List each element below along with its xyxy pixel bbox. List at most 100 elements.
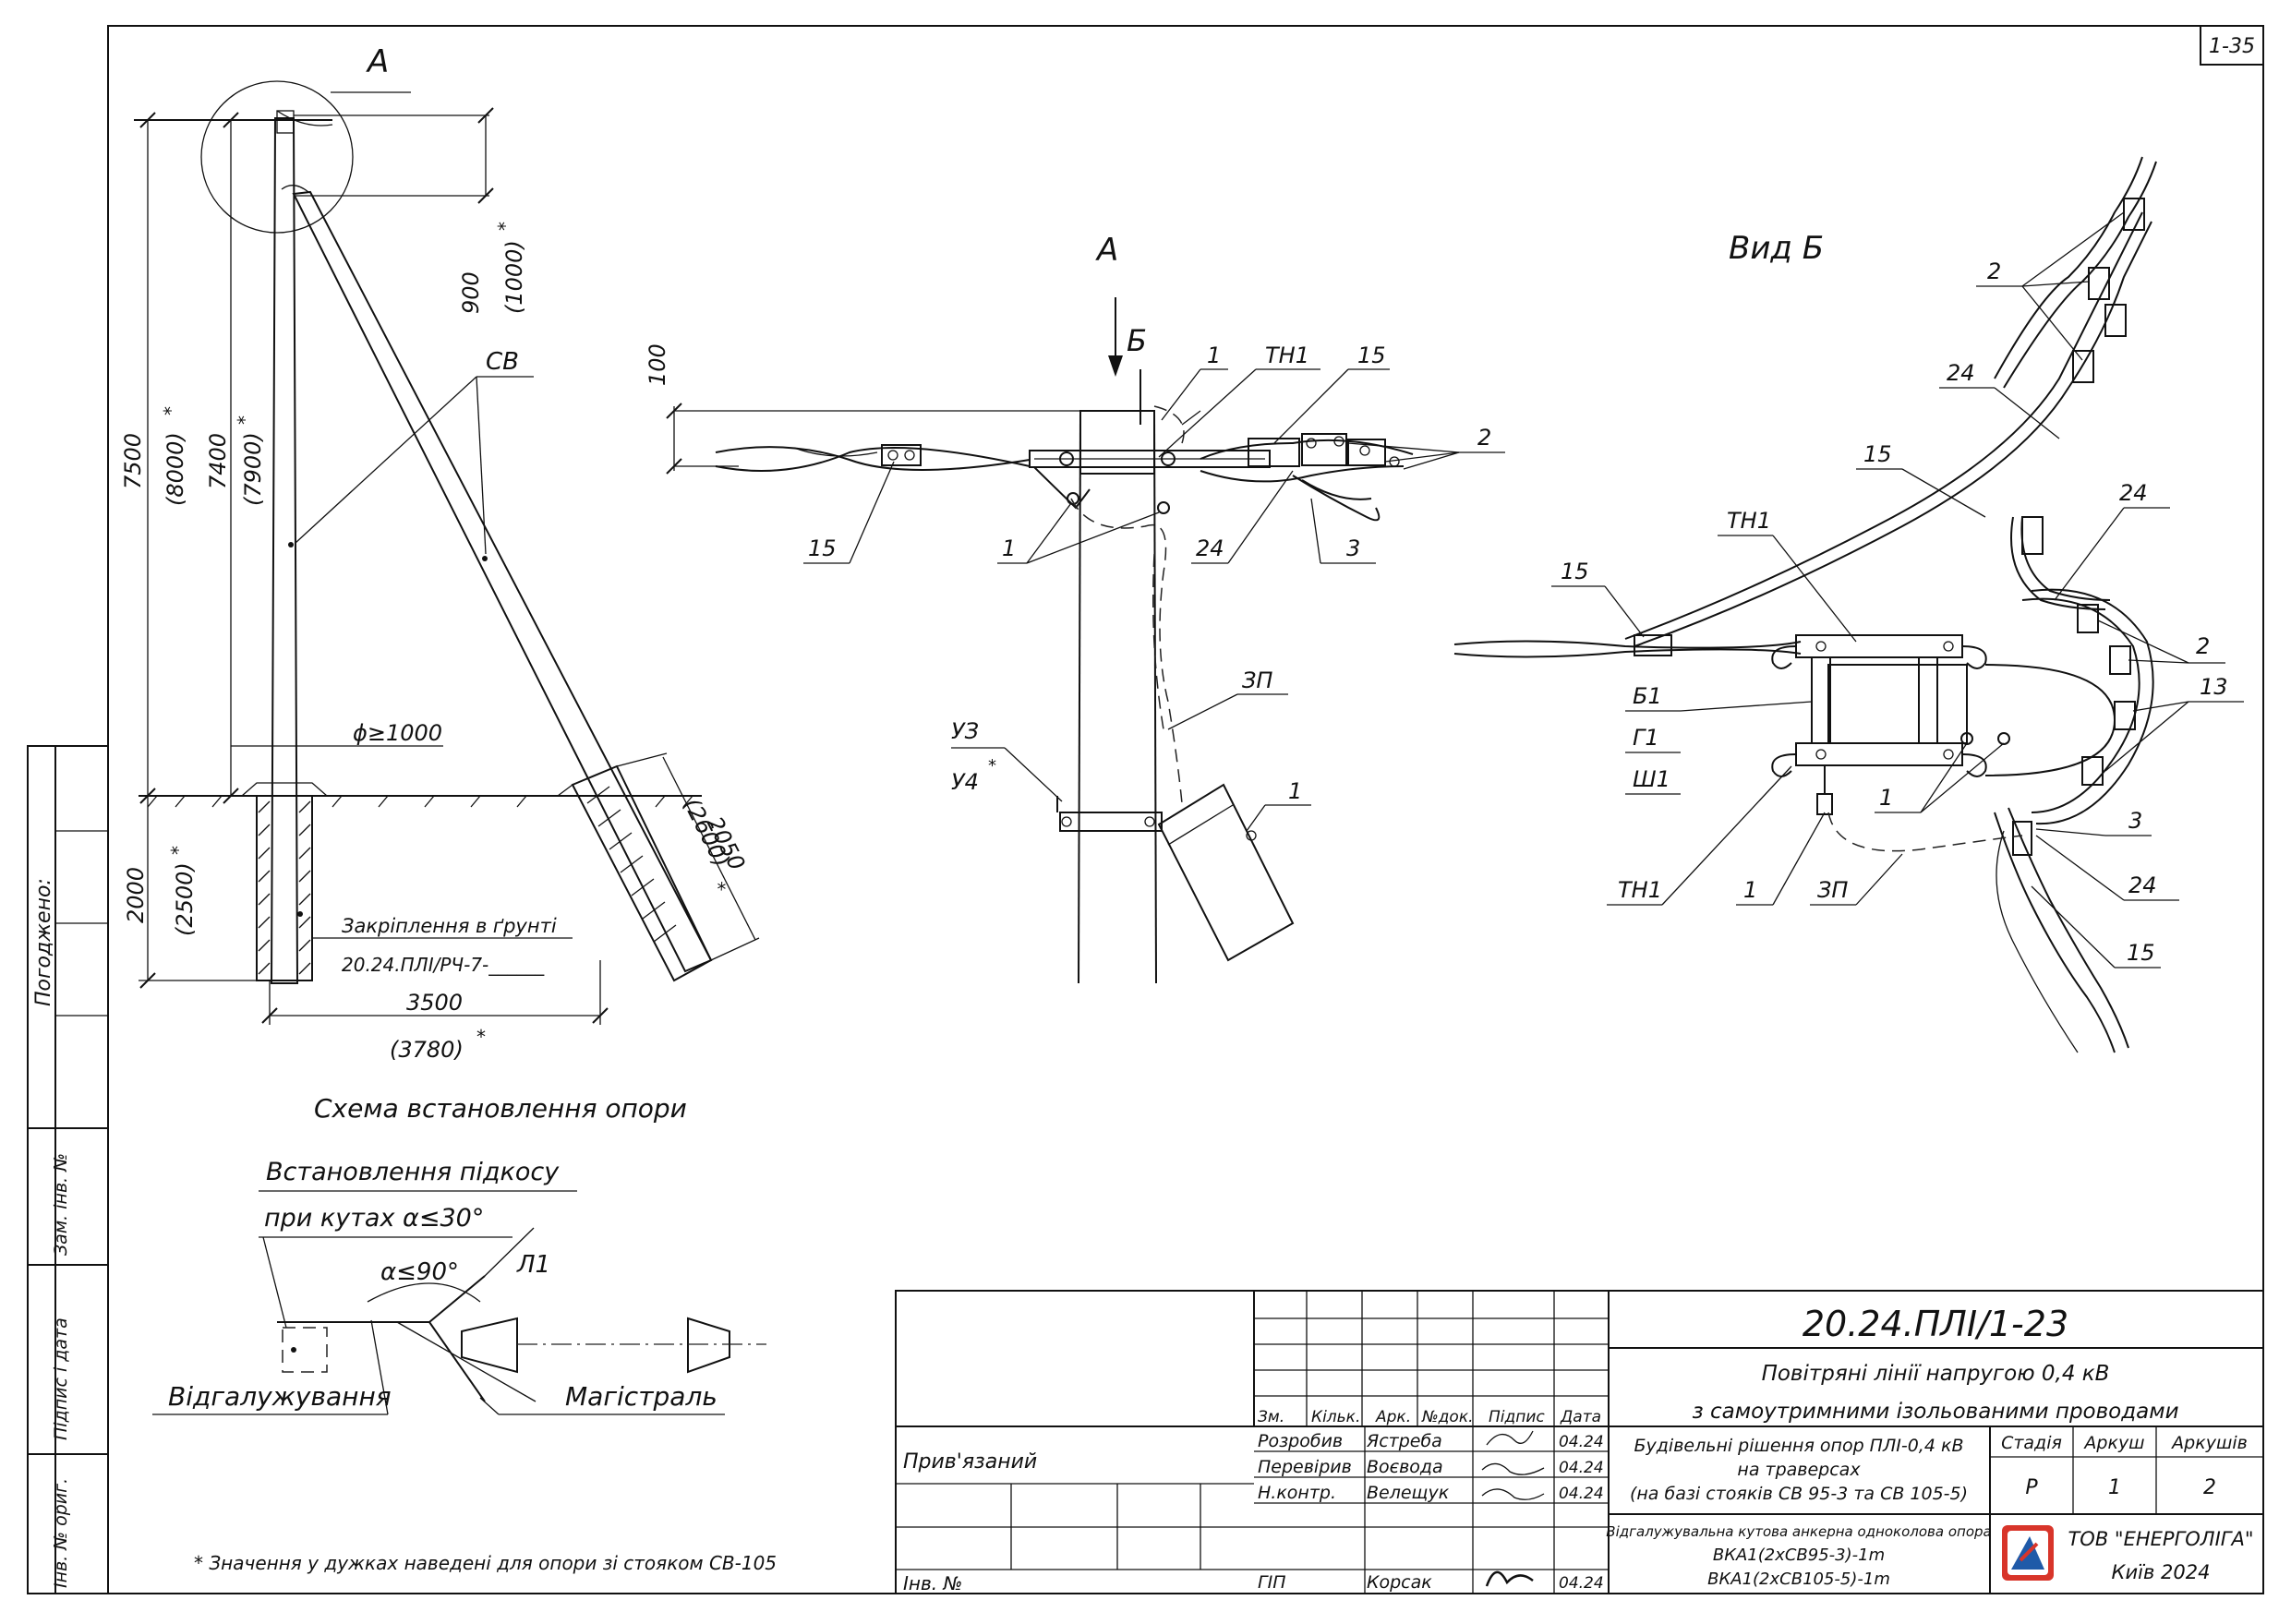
drawing-line-1: Відгалужувальна кутова анкерна одноколов… — [1606, 1523, 1991, 1540]
detail-a-title: А — [1095, 232, 1118, 269]
stage-label: Стадія — [2001, 1433, 2062, 1453]
svg-text:*: * — [707, 878, 731, 896]
vb-label-1-right: 1 — [1879, 785, 1893, 811]
col-kilk: Кільк. — [1311, 1408, 1360, 1426]
arrow-b-label: Б — [1127, 323, 1147, 358]
label-zp: ЗП — [1242, 668, 1272, 693]
sign-date-label: Підпис і дата — [51, 1317, 71, 1440]
sheet-value: 1 — [2108, 1476, 2121, 1499]
callout-a: А — [366, 43, 389, 80]
company-logo — [2002, 1525, 2054, 1581]
col-ndok: №док. — [1421, 1408, 1474, 1426]
vb-label-b1: Б1 — [1633, 683, 1662, 709]
footnote: * Значення у дужках наведені для опори з… — [194, 1552, 777, 1574]
stage-value: Р — [2025, 1476, 2038, 1499]
label-2: 2 — [1477, 425, 1491, 451]
date-checker: 04.24 — [1559, 1459, 1604, 1477]
svg-text:*: * — [234, 415, 256, 425]
sheet-code-box — [2200, 25, 2264, 66]
section-line-3: (на базі стояків СВ 95-3 та СВ 105-5) — [1630, 1484, 1968, 1504]
dim-2000: 2000 — [123, 867, 149, 923]
vb-label-g1: Г1 — [1633, 725, 1659, 751]
dim-7900: (7900) — [240, 432, 266, 506]
brace-scheme: Встановлення підкосу при кутах α≤30° α≤9… — [152, 1158, 777, 1574]
dim-1000: (1000) — [501, 240, 527, 314]
linked-label: Прив'язаний — [903, 1450, 1037, 1474]
label-1-mid: 1 — [1002, 535, 1016, 561]
name-checker: Воєвода — [1367, 1457, 1443, 1477]
label-15-left: 15 — [808, 535, 837, 561]
dim-7400: 7400 — [205, 433, 231, 489]
detail-a-circle — [200, 80, 354, 234]
doc-number: 20.24.ПЛІ/1-23 — [1803, 1304, 2068, 1344]
label-24: 24 — [1196, 535, 1224, 561]
cb-label: СВ — [486, 348, 519, 376]
date-developer: 04.24 — [1559, 1433, 1604, 1451]
vb-label-15-top: 15 — [1863, 441, 1892, 467]
svg-text:*: * — [494, 222, 516, 231]
sheet-code: 1-35 — [2209, 35, 2255, 58]
label-1-low: 1 — [1288, 778, 1302, 804]
brace-title-2: при кутах α≤30° — [264, 1204, 484, 1233]
vb-label-zp: ЗП — [1817, 877, 1848, 903]
vb-label-15-low: 15 — [2127, 940, 2155, 966]
role-checker: Перевірив — [1258, 1457, 1352, 1477]
label-u3: УЗ — [951, 718, 979, 744]
role-gip: ГІП — [1258, 1572, 1285, 1593]
vb-label-24-top: 24 — [1947, 360, 1975, 386]
drawing-line-3: ВКА1(2хСВ105-5)-1m — [1707, 1570, 1890, 1589]
dim-900: 900 — [458, 271, 484, 314]
svg-text:*: * — [160, 406, 182, 415]
scheme-title: Схема встановлення опори — [314, 1093, 687, 1124]
role-developer: Розробив — [1258, 1431, 1343, 1451]
dim-3500: 3500 — [406, 990, 463, 1016]
brace-l1: Л1 — [516, 1251, 550, 1279]
dim-100: 100 — [645, 343, 670, 386]
name-gip: Корсак — [1367, 1572, 1432, 1593]
side-stamp: Погоджено: Зам. інв. № Підпис і дата Інв… — [27, 745, 109, 1594]
city-year: Київ 2024 — [2112, 1561, 2211, 1583]
drawing-line-2: ВКА1(2хСВ95-3)-1m — [1713, 1546, 1885, 1565]
main-label: Магістраль — [565, 1381, 717, 1412]
section-line-2: на траверсах — [1737, 1460, 1861, 1480]
col-ark: Арк. — [1375, 1408, 1411, 1426]
project-line-1: Повітряні лінії напругою 0,4 кВ — [1762, 1362, 2110, 1386]
brace-title-1: Встановлення підкосу — [266, 1158, 560, 1186]
view-b-title: Вид Б — [1729, 230, 1824, 267]
col-data: Дата — [1560, 1408, 1601, 1426]
svg-text:*: * — [476, 1026, 486, 1048]
svg-text:*: * — [167, 846, 189, 855]
section-line-1: Будівельні рішення опор ПЛІ-0,4 кВ — [1634, 1436, 1964, 1456]
inv-no-label: Інв. № — [903, 1572, 962, 1594]
label-u4: У4 — [951, 769, 979, 795]
ground-doc: 20.24.ПЛІ/РЧ-7-______ — [342, 954, 545, 976]
sheet-label: Аркуш — [2082, 1433, 2144, 1453]
col-zm: Зм. — [1258, 1408, 1284, 1426]
date-norm: 04.24 — [1559, 1485, 1604, 1503]
vb-label-24-right: 24 — [2119, 480, 2148, 506]
inv-orig-label: Інв. № ориг. — [51, 1478, 71, 1588]
outer-frame — [107, 25, 2264, 1594]
dim-2500: (2500) — [172, 862, 198, 936]
svg-text:*: * — [988, 756, 996, 776]
view-b: Вид Б — [1453, 156, 2244, 1053]
dim-diameter: ϕ≥1000 — [353, 720, 442, 746]
vb-label-tn1-top: ТН1 — [1727, 508, 1771, 534]
label-tn1: ТН1 — [1265, 343, 1309, 368]
sheets-value: 2 — [2203, 1476, 2216, 1499]
vb-label-2-right: 2 — [2196, 633, 2210, 659]
name-norm: Велещук — [1367, 1483, 1450, 1503]
dim-8000: (8000) — [163, 432, 188, 506]
label-15-top: 15 — [1357, 343, 1386, 368]
replace-inv-label: Зам. інв. № — [51, 1153, 71, 1256]
vb-label-24-low: 24 — [2128, 872, 2157, 898]
ground-fixing: Закріплення в ґрунті — [342, 915, 557, 937]
label-1-top: 1 — [1207, 343, 1221, 368]
project-line-2: з самоутримними ізольованими проводами — [1692, 1400, 2178, 1424]
role-norm: Н.контр. — [1258, 1483, 1336, 1503]
detail-a: А Б — [645, 232, 1505, 984]
title-block: Зм. Кільк. Арк. №док. Підпис Дата Прив'я… — [895, 1290, 2264, 1594]
dim-7500: 7500 — [120, 433, 146, 489]
branch-label: Відгалужування — [168, 1381, 392, 1412]
